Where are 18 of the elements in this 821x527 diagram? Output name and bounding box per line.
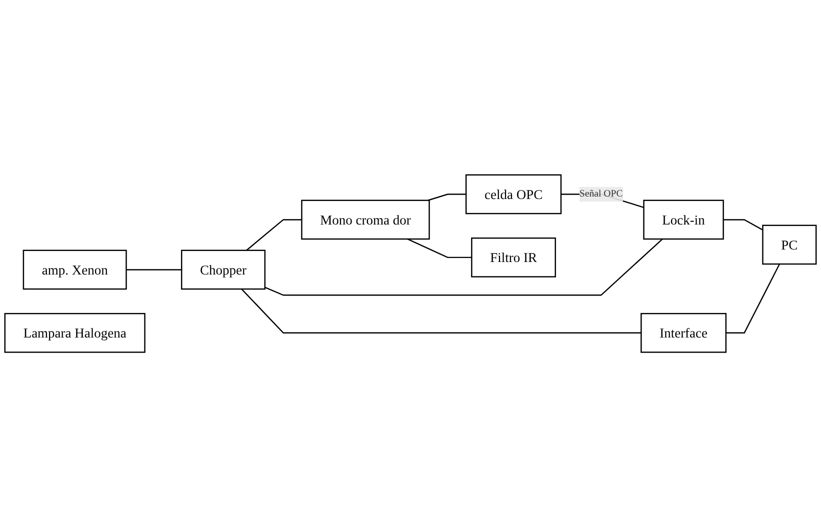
node-box: amp. Xenon (22, 250, 127, 290)
connector (723, 219, 764, 230)
node-box: Chopper (181, 250, 266, 290)
connector (726, 264, 780, 334)
node-box: celda OPC (465, 174, 562, 214)
node-box: Interface (640, 312, 727, 353)
connector (241, 288, 642, 334)
connector (407, 238, 472, 258)
node-box: PC (762, 224, 817, 265)
connector (126, 269, 182, 270)
edge-label: Señal OPC (579, 188, 623, 200)
connector (264, 238, 663, 296)
node-box: Mono croma dor (301, 200, 430, 240)
node-box: Filtro IR (471, 237, 556, 278)
connector (428, 194, 466, 201)
connector (246, 219, 302, 251)
node-box: Lampara Halogena (4, 312, 146, 353)
node-box: Lock-in (643, 200, 724, 240)
